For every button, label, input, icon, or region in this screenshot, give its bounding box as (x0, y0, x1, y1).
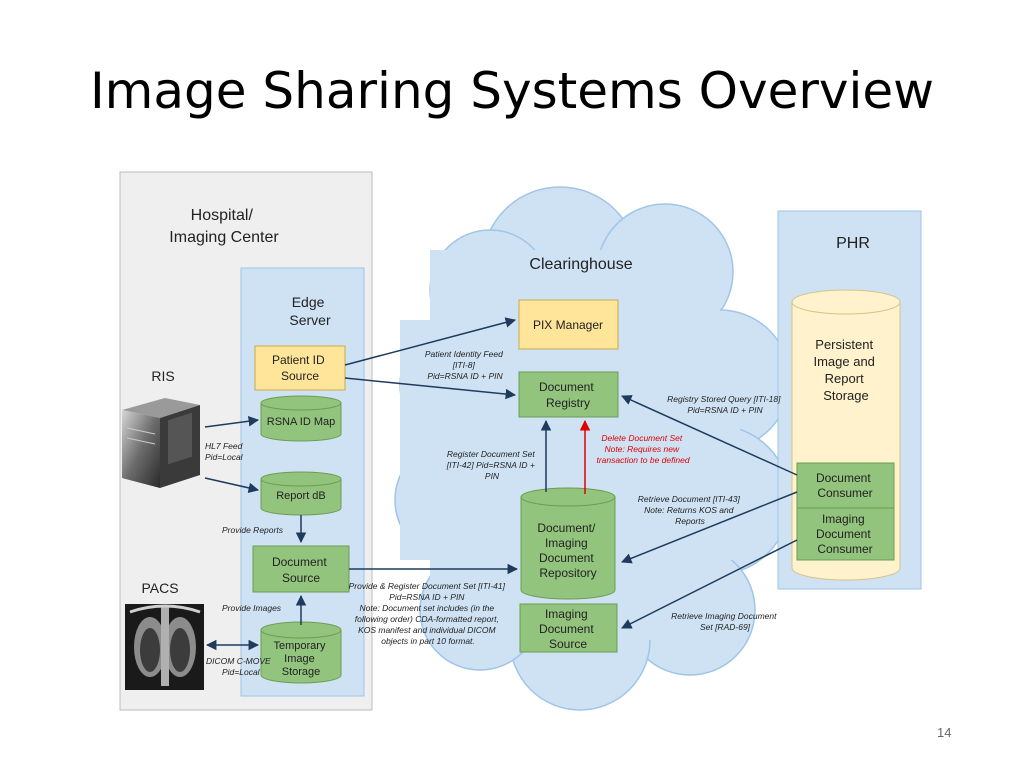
document-source-node (252, 545, 350, 593)
imaging-document-source-label: Imaging Document Source (539, 607, 597, 651)
provide-reports-label: Provide Reports (222, 525, 284, 535)
phr-label: PHR (836, 235, 870, 252)
arrow-hl7-feed (204, 477, 260, 494)
provide-images-label: Provide Images (222, 603, 282, 613)
slide-title: Image Sharing Systems Overview (89, 62, 935, 120)
patient-id-source-node (254, 345, 346, 391)
rsna-id-map-cylinder: RSNA ID Map (260, 395, 342, 442)
chest-xray-image (125, 604, 204, 690)
report-db-cylinder: Report dB (260, 471, 342, 516)
imaging-document-source-node (519, 603, 618, 653)
document-registry-label: Document Registry (539, 380, 597, 410)
document-repository-label: Document/ Imaging Document Repository (537, 521, 598, 580)
server-icon (122, 398, 200, 488)
arrow-retrieve-document (621, 491, 798, 564)
temporary-image-storage-label: Temporary Image Storage (273, 640, 328, 678)
register-document-set-label: Register Document Set [ITI-42] Pid=RSNA … (446, 449, 537, 481)
report-db-label: Report dB (276, 490, 326, 502)
arrow-patient-identity-feed (344, 317, 517, 366)
edge-server-label: Edge Server (289, 294, 331, 328)
pix-manager-label: PIX Manager (533, 318, 603, 332)
slide-number: 14 (937, 725, 952, 740)
pacs-label: PACS (141, 580, 178, 596)
arrow-retrieve-imaging (621, 539, 798, 629)
rsna-id-map-label: RSNA ID Map (267, 416, 335, 428)
patient-id-source-label: Patient ID Source (272, 353, 328, 383)
dicom-cmove-label: DICOM C-MOVE Pid=Local (206, 656, 273, 677)
clearinghouse-label: Clearinghouse (529, 256, 632, 273)
patient-identity-feed-label: Patient Identity Feed [ITI-8] Pid=RSNA I… (425, 349, 505, 381)
document-consumer-label: Document Consumer (816, 471, 874, 500)
provide-register-label: Provide & Register Document Set [ITI-41]… (349, 581, 508, 646)
imaging-document-consumer-node (796, 507, 895, 561)
persistent-storage-label: Persistent Image and Report Storage (813, 337, 878, 403)
connectors (204, 317, 798, 651)
delete-document-set-label: Delete Document Set Note: Requires new t… (596, 433, 689, 465)
arrow-registry-stored-query (621, 395, 798, 476)
retrieve-document-label: Retrieve Document [ITI-43] Note: Returns… (638, 494, 742, 526)
document-consumer-node (796, 462, 895, 509)
arrow-patient-id-to-registry (344, 377, 517, 400)
temporary-image-storage-cylinder: Temporary Image Storage (260, 621, 342, 684)
arrow-ris-to-rsna-map (204, 416, 260, 428)
pix-manager-node (518, 299, 619, 350)
ris-label: RIS (151, 368, 174, 384)
document-registry-node (518, 371, 619, 418)
imaging-document-consumer-label: Imaging Document Consumer (816, 512, 874, 556)
retrieve-imaging-label: Retrieve Imaging Document Set [RAD-69] (671, 611, 779, 632)
document-source-label: Document Source (272, 555, 330, 585)
document-repository-cylinder: Document/ Imaging Document Repository (520, 487, 616, 600)
registry-stored-query-label: Registry Stored Query [ITI-18] Pid=RSNA … (667, 394, 783, 415)
hl7-feed-label: HL7 Feed Pid=Local (205, 441, 245, 462)
hospital-label: Hospital/ Imaging Center (169, 207, 279, 246)
